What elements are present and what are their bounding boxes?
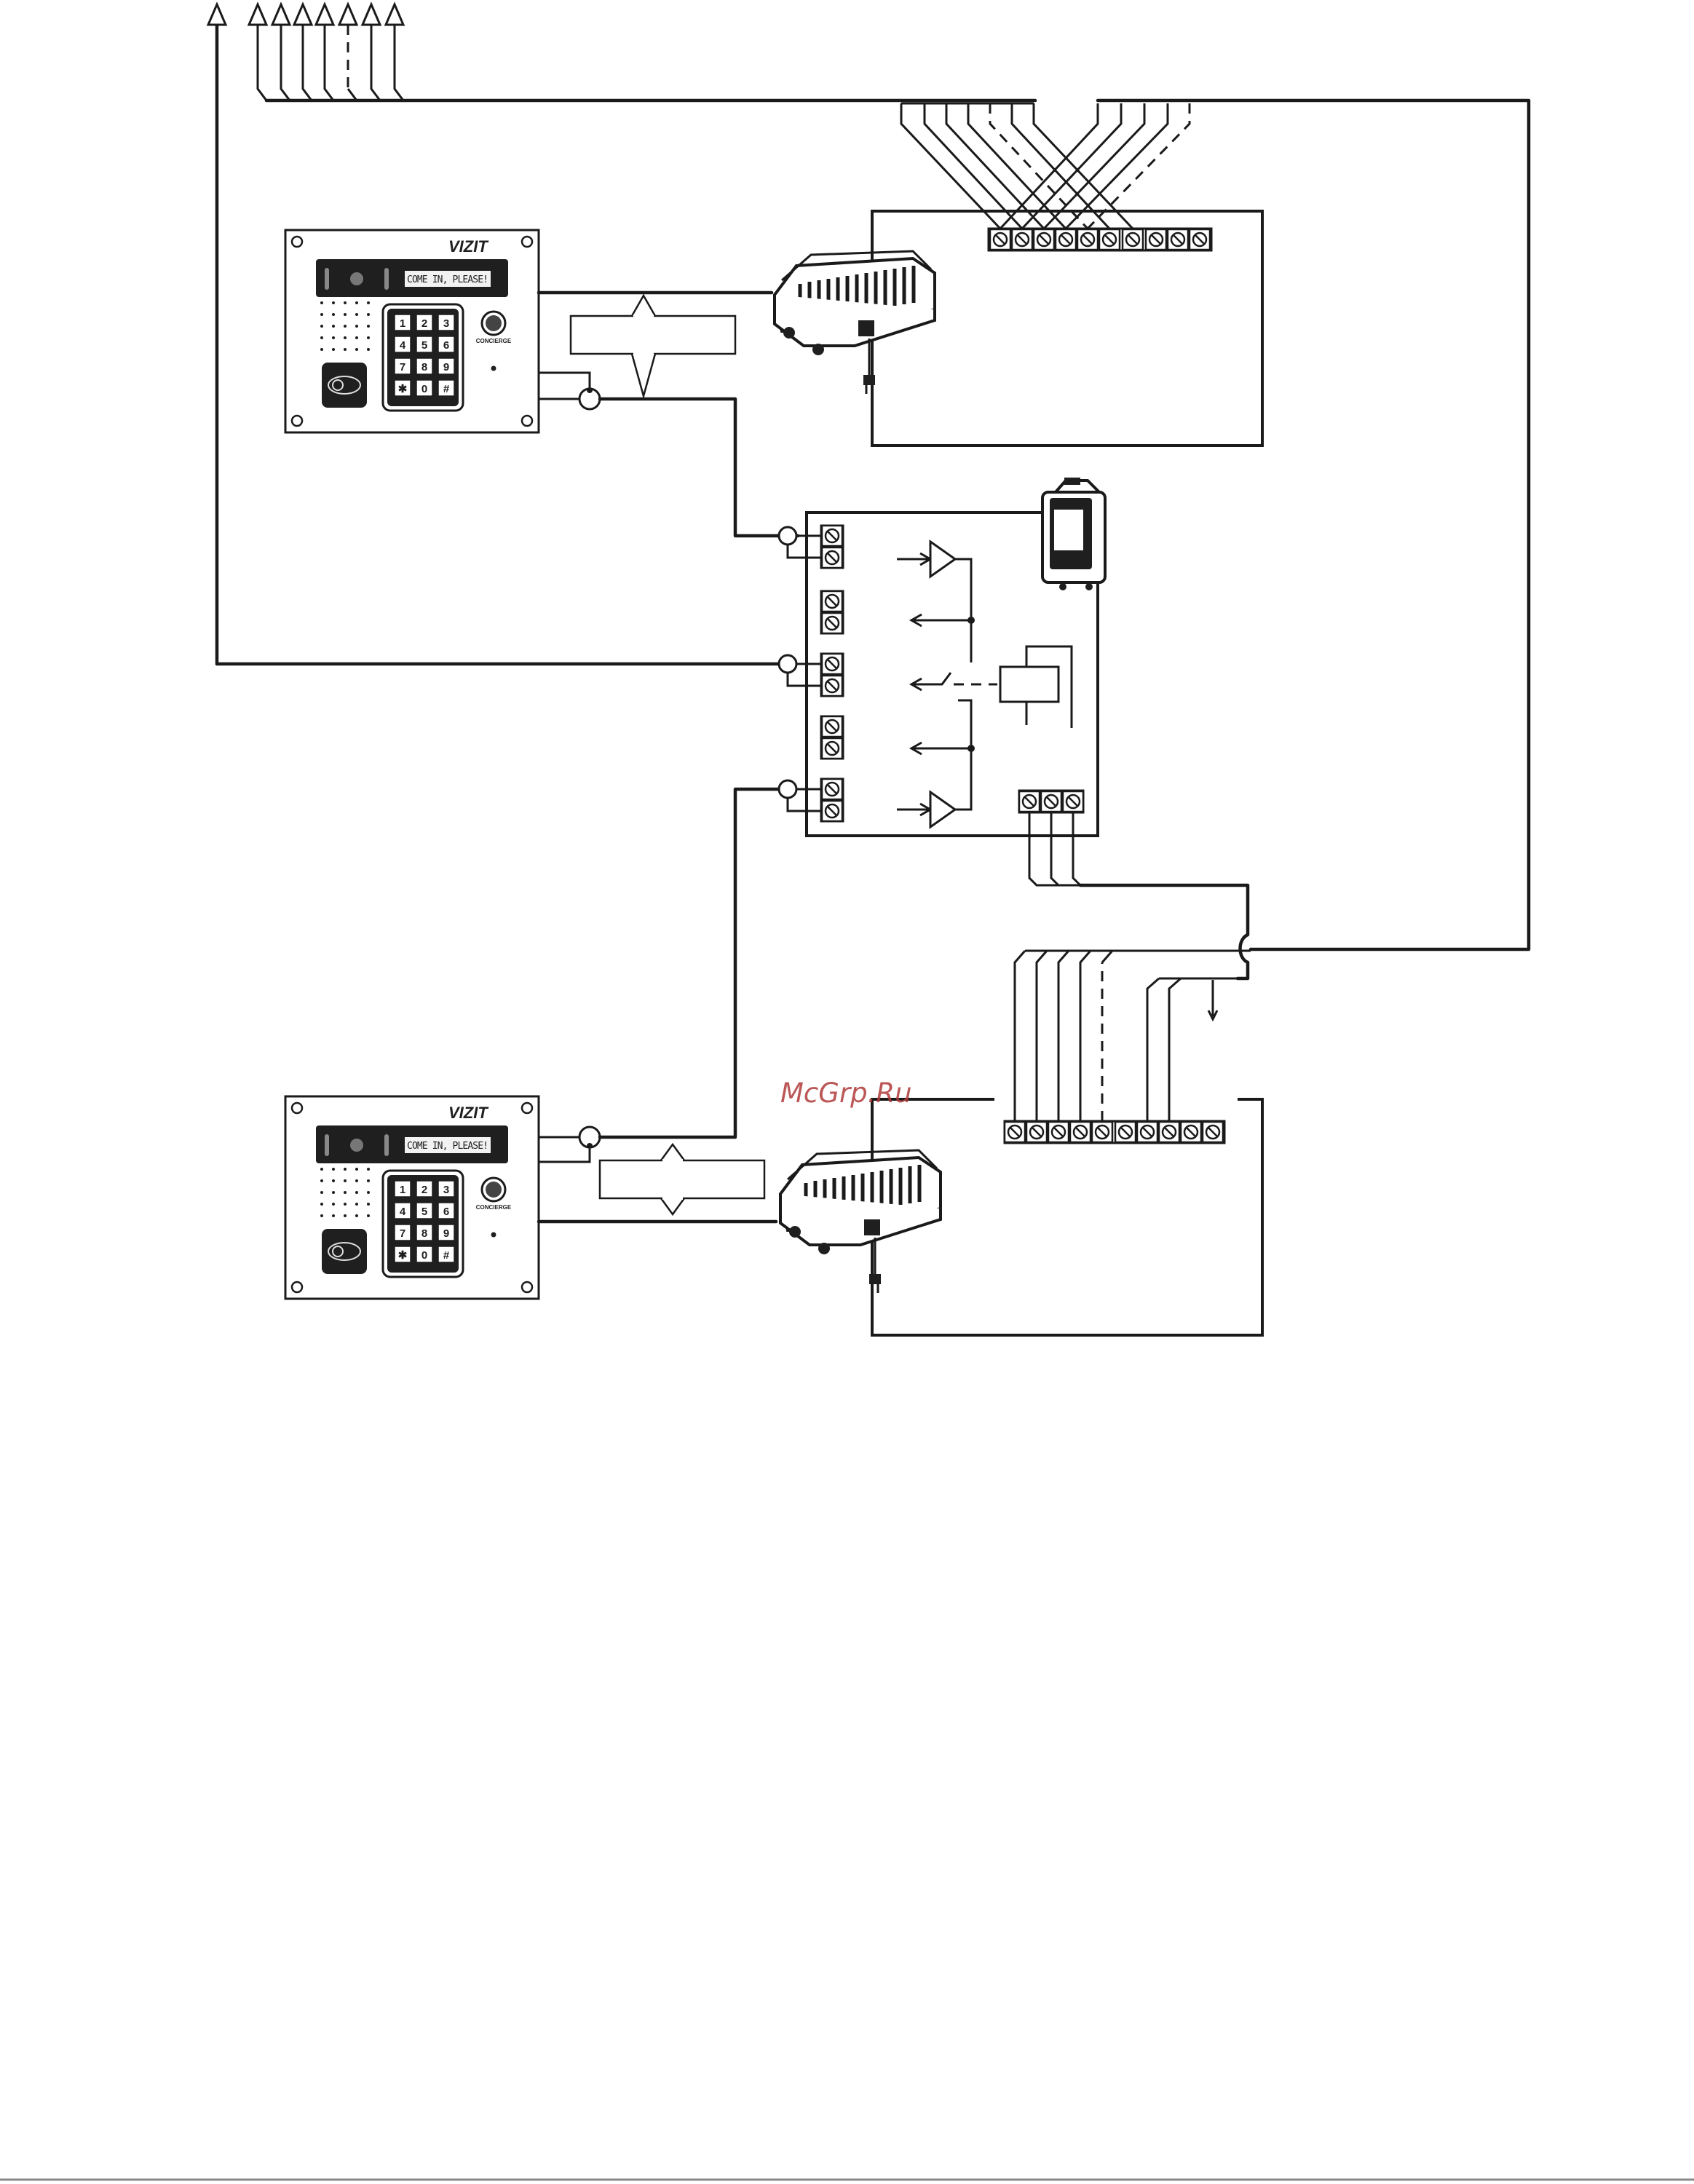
concierge-label: CONCIERGE	[476, 1204, 512, 1211]
bottom-interface-box	[871, 949, 1264, 1337]
key-star: ✱	[398, 383, 408, 395]
key-9: 9	[443, 361, 449, 373]
key-star: ✱	[398, 1249, 408, 1262]
top-bus-wire	[264, 98, 1531, 951]
key-1: 1	[400, 317, 405, 330]
key-6: 6	[443, 339, 449, 352]
key-8: 8	[421, 1227, 427, 1240]
panel-brand: VIZIT	[448, 1104, 488, 1122]
key-8: 8	[421, 361, 427, 373]
panel-display-text: COME IN, PLEASE!	[407, 274, 488, 285]
central-unit-connections	[215, 526, 821, 1138]
key-2: 2	[421, 1184, 427, 1196]
key-4: 4	[400, 1206, 406, 1218]
key-5: 5	[421, 1206, 427, 1218]
key-hash: #	[443, 383, 450, 395]
watermark: McGrp.Ru	[780, 1077, 912, 1109]
panel-brand: VIZIT	[448, 237, 488, 256]
key-2: 2	[421, 317, 427, 330]
concierge-label: CONCIERGE	[476, 338, 512, 344]
panel-2-wiring	[537, 1098, 994, 1224]
key-3: 3	[443, 1184, 449, 1196]
key-7: 7	[400, 1227, 405, 1240]
key-0: 0	[421, 1249, 427, 1262]
key-5: 5	[421, 339, 427, 352]
relay-icon	[999, 645, 1073, 728]
amplifier-icon	[897, 539, 973, 829]
terminal-block-icon	[820, 524, 844, 823]
key-6: 6	[443, 1206, 449, 1218]
output-arrows	[206, 1, 405, 666]
key-7: 7	[400, 361, 405, 373]
key-1: 1	[400, 1184, 405, 1196]
key-9: 9	[443, 1227, 449, 1240]
door-panel-icon: VIZIT COME IN, PLEASE! 1 2 3 4 5 6 7 8 9…	[284, 1095, 540, 1300]
key-0: 0	[421, 383, 427, 395]
door-panel-icon: VIZIT COME IN, PLEASE! 1 2 3 4 5 6 7 8 9…	[284, 229, 540, 434]
terminal-block-icon	[989, 228, 1211, 251]
key-3: 3	[443, 317, 449, 330]
key-hash: #	[443, 1249, 450, 1262]
central-switch-unit	[805, 511, 1250, 981]
key-4: 4	[400, 339, 406, 352]
top-interface-box	[871, 102, 1264, 447]
panel-1-wiring	[537, 290, 780, 538]
card-reader-icon	[1041, 478, 1107, 590]
panel-display-text: COME IN, PLEASE!	[407, 1141, 488, 1152]
